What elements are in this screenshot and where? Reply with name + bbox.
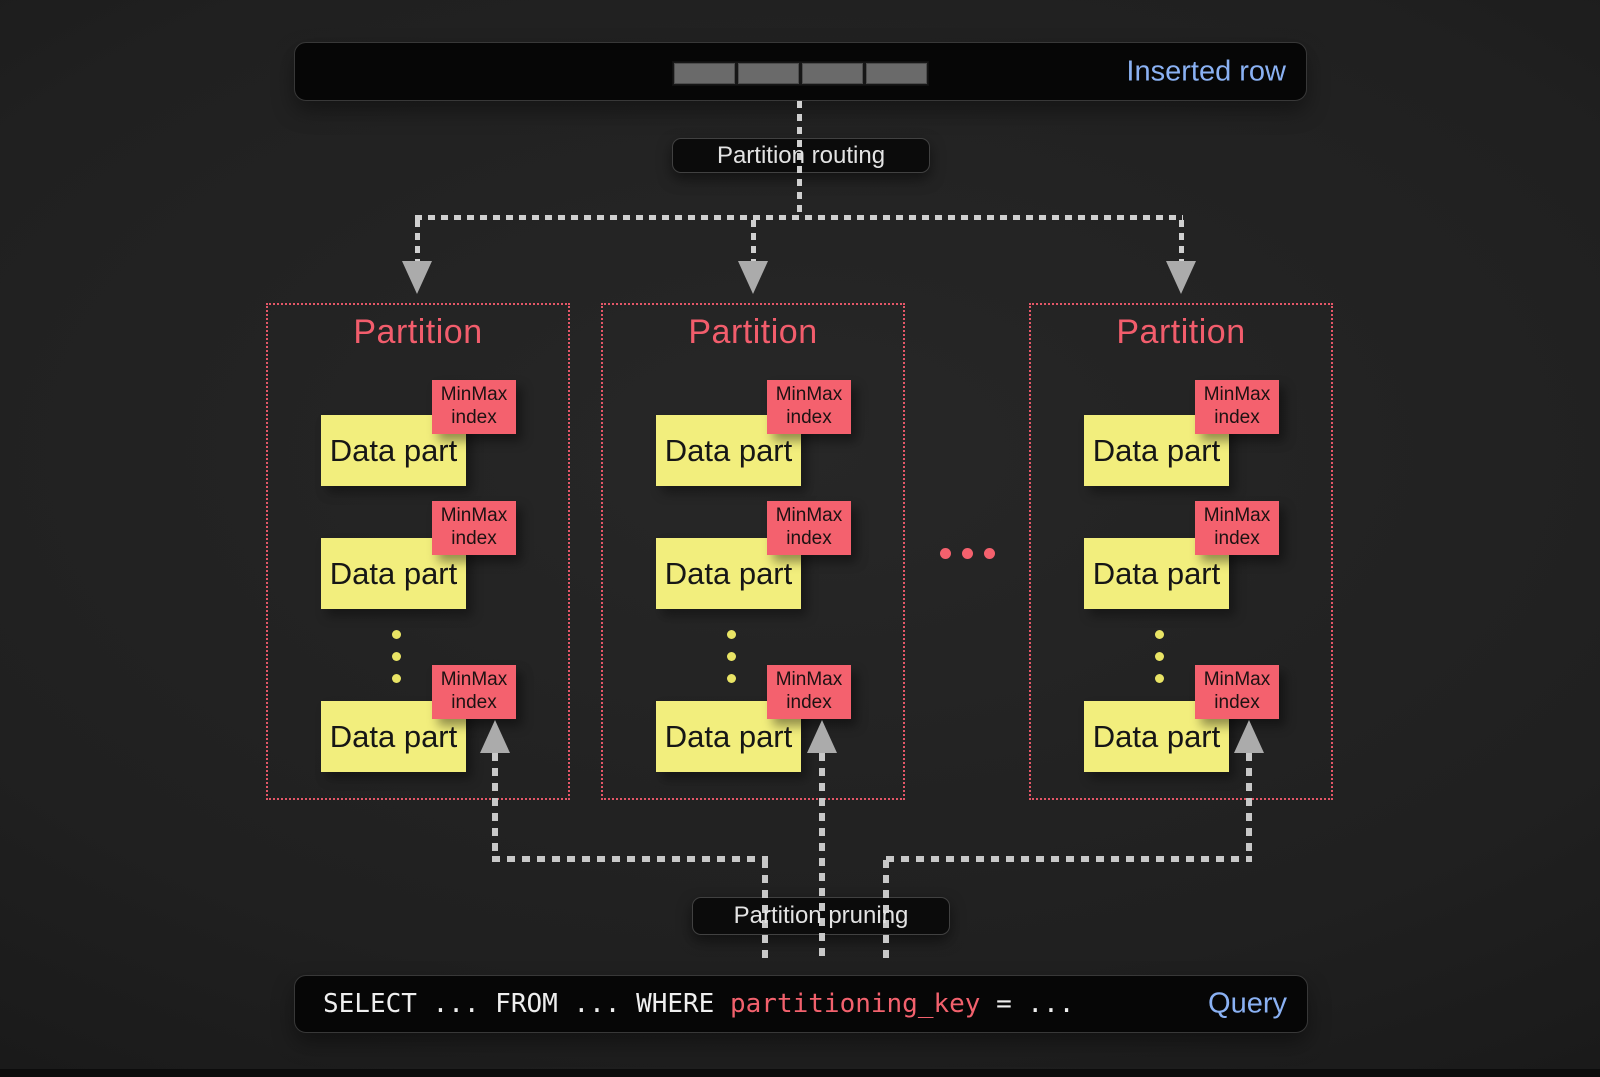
partition-pruning-label: Partition pruning: [733, 902, 909, 929]
minmax-index-tag: MinMax index: [1195, 665, 1279, 719]
minmax-index-tag: MinMax index: [767, 665, 851, 719]
pruning-line-right-horizontal: [886, 856, 1252, 862]
data-part-box: Data part: [321, 415, 466, 486]
pruning-line-right-vertical: [1246, 753, 1252, 862]
ellipsis-dot: [984, 548, 995, 559]
pruning-line-middle-vertical: [819, 753, 825, 960]
ellipsis-dot: [1155, 674, 1164, 683]
routing-line-vertical: [797, 101, 802, 217]
inserted-row-bar: Inserted row: [294, 42, 1307, 101]
arrow-down-icon: [402, 261, 432, 294]
minmax-index-tag: MinMax index: [1195, 501, 1279, 555]
ellipsis-dot: [392, 674, 401, 683]
row-segment-cell: [738, 63, 799, 84]
sql-suffix: = ...: [980, 989, 1075, 1019]
routing-branch-right: [1179, 220, 1184, 262]
partition-box-2: Partition MinMax index Data part MinMax …: [601, 303, 905, 800]
bottom-edge-strip: [0, 1069, 1600, 1077]
routing-branch-left: [415, 220, 420, 262]
ellipsis-dot: [727, 630, 736, 639]
partition-title: Partition: [688, 313, 818, 351]
ellipsis-dot: [1155, 652, 1164, 661]
row-segments-icon: [672, 61, 929, 86]
row-segment-cell: [674, 63, 735, 84]
sql-partitioning-key: partitioning_key: [730, 989, 981, 1019]
arrow-up-icon: [1234, 720, 1264, 753]
ellipsis-dot: [1155, 630, 1164, 639]
partition-box-1: Partition MinMax index Data part MinMax …: [266, 303, 570, 800]
row-segment-cell: [802, 63, 863, 84]
inserted-row-label: Inserted row: [1126, 55, 1286, 87]
arrow-down-icon: [1166, 261, 1196, 294]
minmax-index-tag: MinMax index: [1195, 380, 1279, 434]
partition-title: Partition: [1116, 313, 1246, 351]
routing-line-horizontal: [415, 215, 1183, 220]
ellipsis-dot: [962, 548, 973, 559]
more-data-parts-ellipsis: [1155, 630, 1164, 696]
ellipsis-dot: [392, 630, 401, 639]
more-data-parts-ellipsis: [392, 630, 401, 696]
sql-text: SELECT ... FROM ... WHERE partitioning_k…: [323, 989, 1074, 1019]
pruning-stub-right: [883, 860, 889, 960]
minmax-index-tag: MinMax index: [767, 501, 851, 555]
pruning-line-left-horizontal: [492, 856, 768, 862]
ellipsis-dot: [392, 652, 401, 661]
minmax-index-tag: MinMax index: [432, 380, 516, 434]
arrow-up-icon: [480, 720, 510, 753]
ellipsis-dot: [727, 652, 736, 661]
partition-box-3: Partition MinMax index Data part MinMax …: [1029, 303, 1333, 800]
sql-prefix: SELECT ... FROM ... WHERE: [323, 989, 730, 1019]
arrow-up-icon: [807, 720, 837, 753]
more-data-parts-ellipsis: [727, 630, 736, 696]
query-label: Query: [1208, 987, 1287, 1020]
arrow-down-icon: [738, 261, 768, 294]
minmax-index-tag: MinMax index: [767, 380, 851, 434]
ellipsis-dot: [940, 548, 951, 559]
partition-routing-label: Partition routing: [716, 141, 886, 169]
query-bar: SELECT ... FROM ... WHERE partitioning_k…: [294, 975, 1308, 1033]
minmax-index-tag: MinMax index: [432, 665, 516, 719]
ellipsis-dot: [727, 674, 736, 683]
partition-title: Partition: [353, 313, 483, 351]
pruning-line-left-vertical: [492, 753, 498, 862]
minmax-index-tag: MinMax index: [432, 501, 516, 555]
routing-branch-middle: [751, 220, 756, 262]
more-partitions-ellipsis: [940, 548, 995, 559]
row-segment-cell: [866, 63, 927, 84]
pruning-stub-left: [762, 860, 768, 960]
data-part-box: Data part: [1084, 538, 1229, 609]
